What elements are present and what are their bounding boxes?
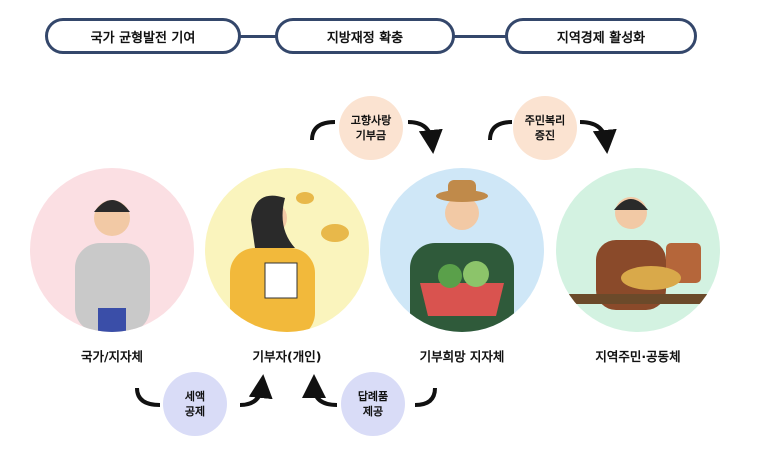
person-illustration [556, 197, 720, 310]
bubble-text: 답례품 [357, 390, 389, 403]
stage-pill-local-economy: 지역경제 활성화 [505, 18, 697, 54]
stage-pill-local-finance: 지방재정 확충 [275, 18, 455, 54]
bubble-text: 고향사랑 [350, 114, 392, 127]
arrow-icon [488, 120, 513, 141]
bubble-text: 증진 [534, 129, 556, 142]
stage-connector [452, 35, 508, 38]
stage-label: 지역경제 활성화 [556, 30, 646, 46]
arrow-icon [579, 120, 617, 154]
actor-label: 지역주민·공동체 [595, 349, 681, 364]
person-illustration [75, 200, 150, 332]
arrow-icon [239, 374, 273, 407]
actor-circle-local-gov [380, 168, 544, 332]
arrow-icon [135, 387, 161, 407]
actor-circle-residents [556, 168, 720, 332]
bubble-text: 주민복리 [524, 114, 566, 127]
person-illustration [410, 180, 514, 332]
actor-circle-state [30, 168, 194, 332]
actor-circle-donor [205, 168, 369, 332]
arrow-icon [407, 120, 443, 154]
bubble-text: 기부금 [355, 129, 387, 142]
bubble-text: 제공 [362, 405, 384, 418]
stage-connector [238, 35, 278, 38]
actor-label: 국가/지자체 [80, 349, 144, 364]
stage-pill-balanced-development: 국가 균형발전 기여 [45, 18, 241, 54]
arrow-icon [414, 387, 437, 407]
person-illustration [230, 192, 349, 332]
bubble-text: 공제 [184, 405, 206, 418]
stage-label: 국가 균형발전 기여 [90, 30, 196, 46]
actor-label: 기부희망 지자체 [419, 349, 505, 364]
arrow-icon [310, 120, 336, 141]
stage-label: 지방재정 확충 [326, 30, 404, 46]
actor-label: 기부자(개인) [252, 349, 322, 364]
bubble-text: 세액 [184, 390, 206, 403]
arrow-icon [302, 374, 338, 407]
